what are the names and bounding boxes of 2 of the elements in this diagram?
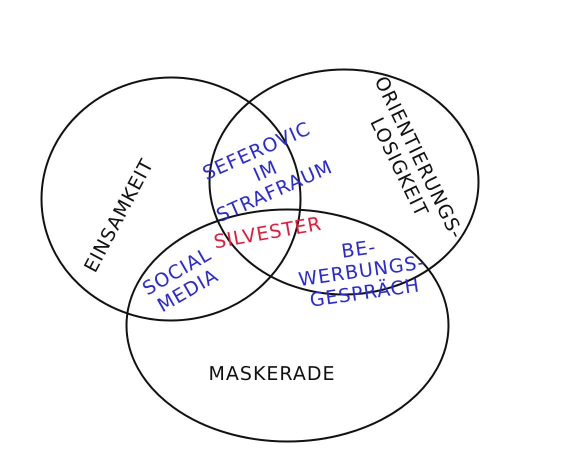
set-label: MASKERADE	[208, 364, 336, 386]
overlap-label: BE- WERBUNGS- GESPRÄCH	[297, 236, 427, 314]
